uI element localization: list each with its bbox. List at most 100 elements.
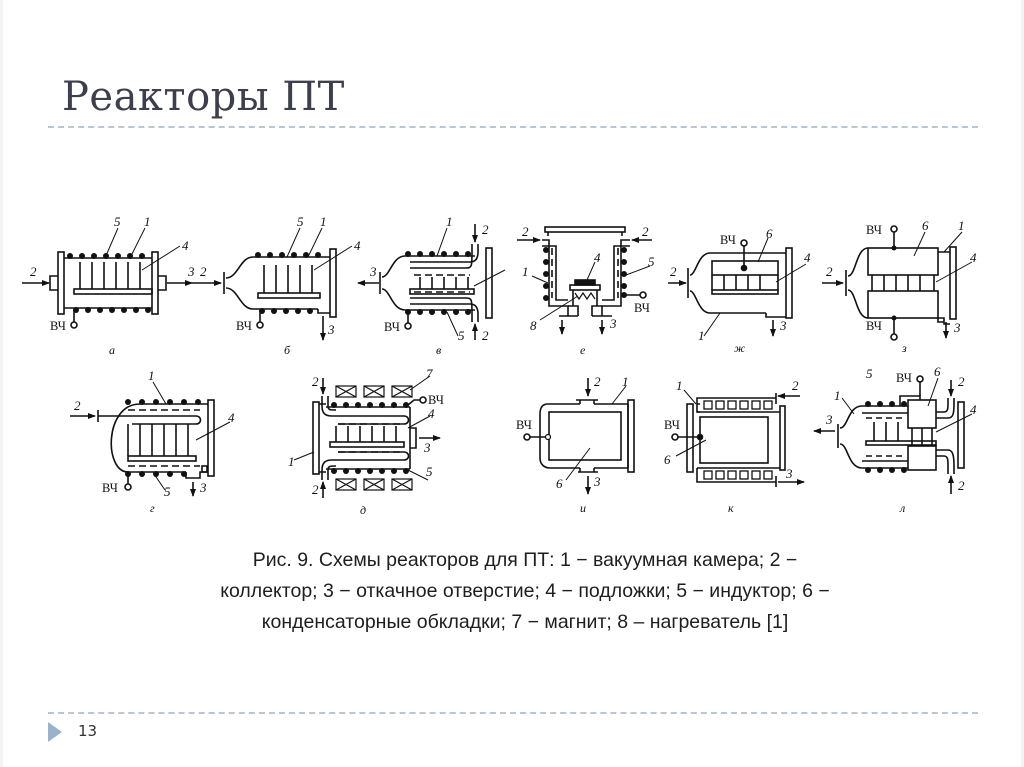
hf-label-d: ВЧ: [428, 393, 444, 407]
triangle-bullet-icon: [48, 722, 62, 742]
callout-i-6: 6: [556, 476, 563, 491]
sublabel-a: а: [109, 343, 115, 357]
callout-v-1: 1: [446, 214, 453, 229]
callout-v-3: 3: [369, 264, 377, 279]
hf-label-a: ВЧ: [50, 319, 66, 333]
hf-label-zh: ВЧ: [720, 233, 736, 247]
footer-divider: [48, 712, 978, 714]
reactor-schemes-figure: 5 1 4 2 3 ВЧ а 5 1 4 2 3 ВЧ б 1 2 2 3: [22, 214, 977, 517]
diagram-l: [813, 375, 973, 494]
callout-d-4: 4: [428, 406, 435, 421]
callout-d-2-top: 2: [312, 374, 319, 389]
callout-v-2-top: 2: [482, 222, 489, 237]
callout-zh-2: 2: [670, 264, 677, 279]
callout-e-2-right: 2: [642, 224, 649, 239]
callout-a-1: 1: [144, 214, 151, 229]
inductor-coil-b: [255, 252, 321, 314]
callout-e-5: 5: [648, 254, 655, 269]
callout-b-4: 4: [354, 238, 361, 253]
callout-z-6: 6: [922, 218, 929, 233]
callout-zh-6: 6: [766, 226, 773, 241]
inductor-coil-a: [67, 253, 151, 313]
contact-dot-zh: [740, 264, 748, 272]
contact-dots-z: [891, 245, 897, 321]
callout-z-1: 1: [958, 218, 965, 233]
callout-k-2: 2: [792, 378, 799, 393]
callout-k-1: 1: [676, 378, 683, 393]
hf-label-z-bottom: ВЧ: [866, 319, 882, 333]
hf-label-i: ВЧ: [516, 418, 532, 432]
callout-zh-3: 3: [779, 318, 787, 333]
callout-g-1: 1: [148, 368, 155, 383]
sublabel-zh: ж: [734, 341, 745, 355]
callout-i-2: 2: [594, 374, 601, 389]
callout-a-3: 3: [187, 264, 195, 279]
title-divider: [48, 126, 978, 128]
hf-label-g: ВЧ: [102, 481, 118, 495]
inductor-coil-d: [331, 402, 409, 474]
slide-title: Реакторы ПТ: [62, 74, 345, 120]
diagram-zh: [668, 237, 807, 337]
callout-d-7: 7: [426, 366, 433, 381]
callout-g-3: 3: [199, 480, 207, 495]
slide-left-edge: [0, 0, 3, 767]
callout-k-3: 3: [785, 466, 793, 481]
caption-line-1: Рис. 9. Схемы реакторов для ПТ: 1 − ваку…: [252, 549, 798, 571]
callout-e-2-left: 2: [522, 224, 529, 239]
callout-a-4: 4: [182, 238, 189, 253]
diagram-z: [822, 225, 973, 341]
callout-a-2: 2: [30, 264, 37, 279]
diagram-g: [70, 381, 231, 497]
callout-d-2-bottom: 2: [312, 482, 319, 497]
contact-dot-k: [696, 433, 704, 441]
callout-d-3: 3: [423, 440, 431, 455]
diagram-e: [517, 226, 652, 335]
callout-l-2-top: 2: [958, 374, 965, 389]
contact-dot-i: [544, 433, 552, 441]
callout-k-6: 6: [664, 452, 671, 467]
diagram-i: [523, 378, 635, 495]
page-number: 13: [78, 722, 98, 740]
callout-g-5: 5: [164, 484, 171, 499]
callout-e-3: 3: [609, 316, 617, 331]
callout-l-3: 3: [825, 412, 833, 427]
callout-b-2: 2: [200, 264, 207, 279]
callout-l-4: 4: [970, 402, 977, 417]
callout-v-2-bottom: 2: [482, 328, 489, 343]
hf-label-l: ВЧ: [896, 371, 912, 385]
callout-e-4: 4: [594, 250, 601, 265]
sublabel-k: к: [728, 501, 734, 515]
diagram-d: [293, 375, 441, 498]
callout-l-6: 6: [934, 364, 941, 379]
sublabel-l: л: [899, 501, 905, 515]
diagram-k: [671, 389, 805, 487]
hf-label-k: ВЧ: [664, 418, 680, 432]
hf-label-b: ВЧ: [236, 319, 252, 333]
sublabel-b: б: [284, 343, 291, 357]
callout-e-1: 1: [522, 264, 529, 279]
sublabel-v: в: [436, 343, 441, 357]
sublabel-z: з: [901, 341, 907, 355]
callout-z-3: 3: [953, 320, 961, 335]
callout-d-5: 5: [426, 464, 433, 479]
callout-a-5: 5: [114, 214, 121, 229]
sublabel-g: г: [150, 501, 155, 515]
callout-l-2-bottom: 2: [958, 478, 965, 493]
hf-label-v: ВЧ: [384, 320, 400, 334]
callout-b-1: 1: [320, 214, 327, 229]
hf-label-e: ВЧ: [634, 301, 650, 315]
callout-zh-4: 4: [804, 250, 811, 265]
inductor-coil-g: [125, 399, 201, 477]
hf-label-z-top: ВЧ: [866, 223, 882, 237]
callout-i-3: 3: [593, 474, 601, 489]
callout-g-4: 4: [228, 410, 235, 425]
callout-d-1: 1: [288, 454, 295, 469]
callout-e-8: 8: [530, 318, 537, 333]
sublabel-d: д: [360, 503, 366, 517]
sublabel-e: е: [580, 343, 586, 357]
callout-l-1: 1: [834, 388, 841, 403]
callout-z-4: 4: [970, 250, 977, 265]
figure-caption: Рис. 9. Схемы реакторов для ПТ: 1 − ваку…: [120, 545, 930, 638]
caption-line-2: коллектор; 3 − откачное отверстие; 4 − п…: [220, 580, 830, 602]
